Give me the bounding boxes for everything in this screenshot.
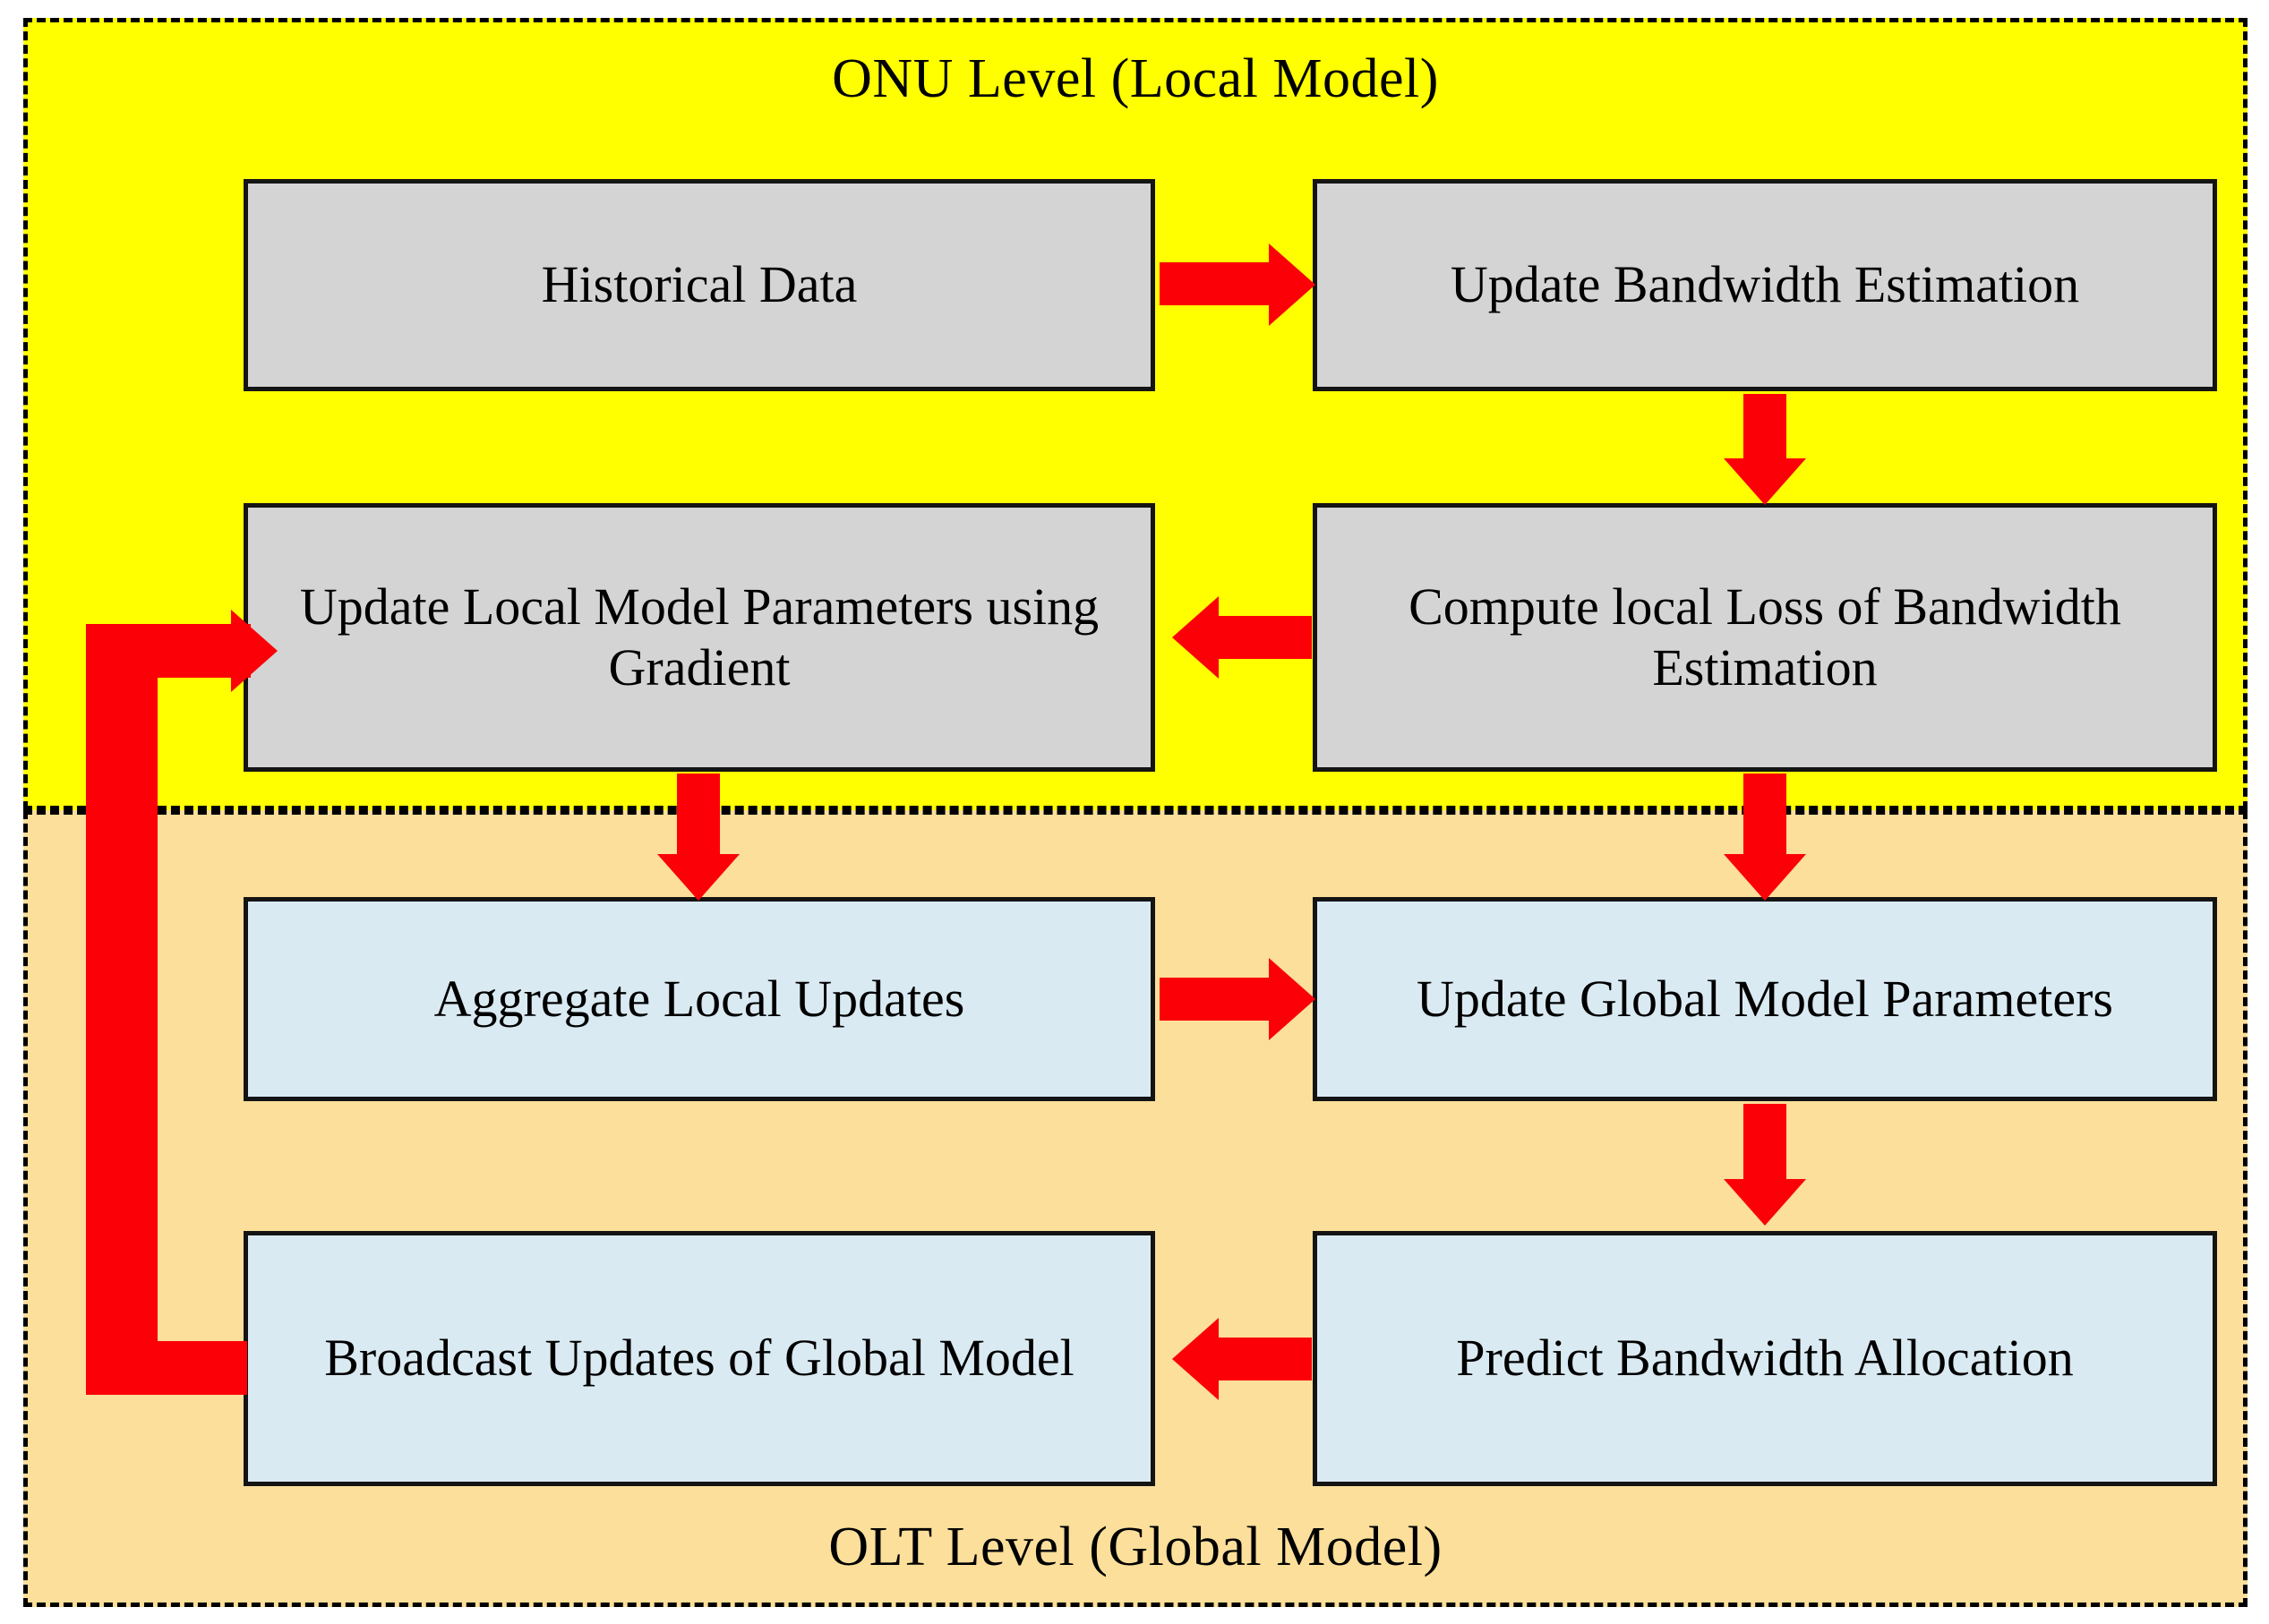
node-broadcast-updates-global-model[interactable]: Broadcast Updates of Global Model: [244, 1231, 1155, 1486]
node-update-bandwidth-estimation[interactable]: Update Bandwidth Estimation: [1313, 179, 2217, 391]
node-update-global-model-parameters[interactable]: Update Global Model Parameters: [1313, 897, 2217, 1101]
olt-level-title: OLT Level (Global Model): [828, 1517, 1443, 1577]
node-historical-data[interactable]: Historical Data: [244, 179, 1155, 391]
onu-level-title: ONU Level (Local Model): [832, 48, 1439, 109]
node-predict-bandwidth-allocation[interactable]: Predict Bandwidth Allocation: [1313, 1231, 2217, 1486]
node-aggregate-local-updates[interactable]: Aggregate Local Updates: [244, 897, 1155, 1101]
node-update-local-model-parameters[interactable]: Update Local Model Parameters using Grad…: [244, 503, 1155, 772]
node-compute-local-loss[interactable]: Compute local Loss of Bandwidth Estimati…: [1313, 503, 2217, 772]
